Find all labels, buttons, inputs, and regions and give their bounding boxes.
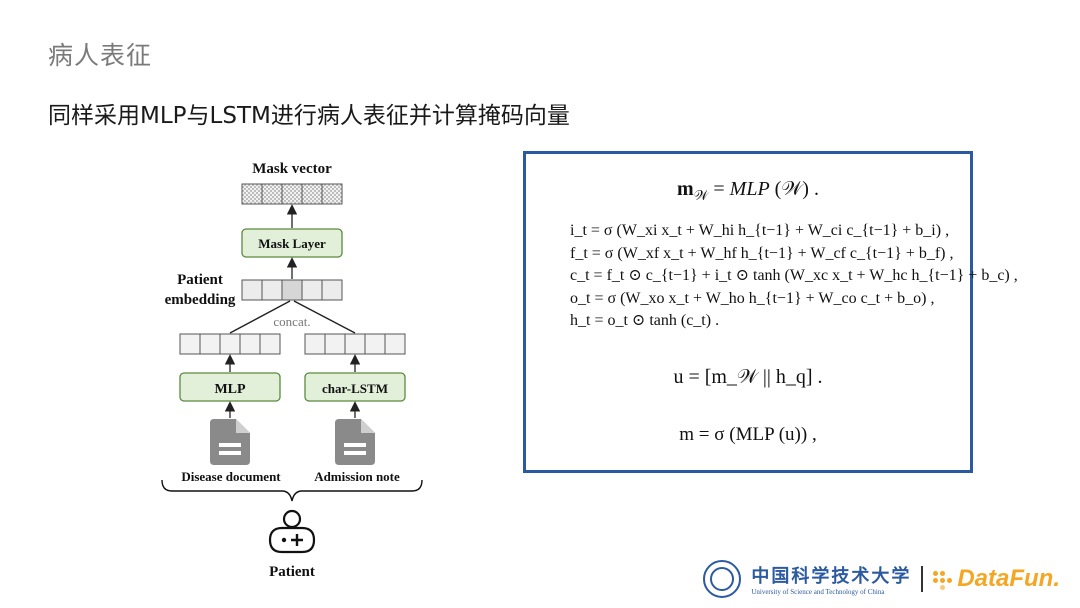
patient-embedding-label: Patient	[177, 272, 223, 288]
brace	[161, 479, 423, 502]
mask-layer-label: Mask Layer	[258, 236, 326, 251]
logo-divider	[921, 566, 924, 592]
document-icon	[335, 419, 375, 465]
lstm-eq-input-gate: i_t = σ (W_xi x_t + W_hi h_{t−1} + W_ci …	[570, 222, 950, 239]
lstm-eq-forget-gate: f_t = σ (W_xf x_t + W_hf h_{t−1} + W_cf …	[570, 244, 954, 262]
lstm-equations: i_t = σ (W_xi x_t + W_hi h_{t−1} + W_ci …	[570, 220, 1018, 333]
concat-equation: u = [m_𝒲 || h_q] .	[673, 366, 823, 388]
patient-embedding-vector	[241, 279, 343, 301]
ustc-seal-icon	[703, 560, 742, 598]
lstm-output-vector	[304, 333, 406, 355]
char-lstm-box: char-LSTM	[304, 372, 406, 402]
lstm-eq-hidden-state: h_t = o_t ⊙ tanh (c_t) .	[570, 312, 720, 329]
mlp-box: MLP	[179, 372, 281, 402]
page-title: 病人表征	[48, 41, 153, 70]
mask-layer-box: Mask Layer	[241, 228, 343, 258]
datafun-logo: DataFun.	[933, 565, 1060, 593]
mask-vector	[241, 183, 343, 205]
ustc-logo: 中国科学技术大学 University of Science and Techn…	[751, 562, 911, 596]
mlp-output-vector	[179, 333, 281, 355]
concat-label: concat.	[273, 314, 310, 329]
ustc-name-en: University of Science and Technology of …	[751, 588, 885, 596]
patient-label: Patient	[269, 564, 315, 580]
datafun-dots-icon	[933, 569, 953, 590]
patient-icon	[268, 509, 316, 554]
equations-box: m𝒲 = MLP (𝒲) . i_t = σ (W_xi x_t + W_hi …	[523, 151, 1018, 473]
output-equation: m = σ (MLP (u)) ,	[679, 424, 817, 445]
lstm-eq-cell-state: c_t = f_t ⊙ c_{t−1} + i_t ⊙ tanh (W_xc x…	[570, 267, 1018, 284]
footer-logos: 中国科学技术大学 University of Science and Techn…	[703, 560, 1060, 598]
mask-vector-label: Mask vector	[252, 161, 332, 177]
mlp-label: MLP	[214, 382, 246, 397]
document-icon	[210, 419, 250, 465]
disease-document-label: Disease document	[181, 469, 281, 484]
patient-representation-diagram: Mask vector Mask Layer Patient embedding	[150, 150, 440, 590]
char-lstm-label: char-LSTM	[322, 381, 388, 396]
lstm-eq-output-gate: o_t = σ (W_xo x_t + W_ho h_{t−1} + W_co …	[570, 289, 935, 307]
mask-equation: m𝒲 = MLP (𝒲) .	[677, 178, 819, 204]
datafun-brand: DataFun.	[957, 565, 1060, 592]
page-subtitle: 同样采用MLP与LSTM进行病人表征并计算掩码向量	[48, 103, 570, 129]
patient-embedding-label-2: embedding	[165, 292, 236, 308]
ustc-name-cn: 中国科学技术大学	[751, 566, 912, 587]
admission-note-label: Admission note	[314, 469, 400, 484]
